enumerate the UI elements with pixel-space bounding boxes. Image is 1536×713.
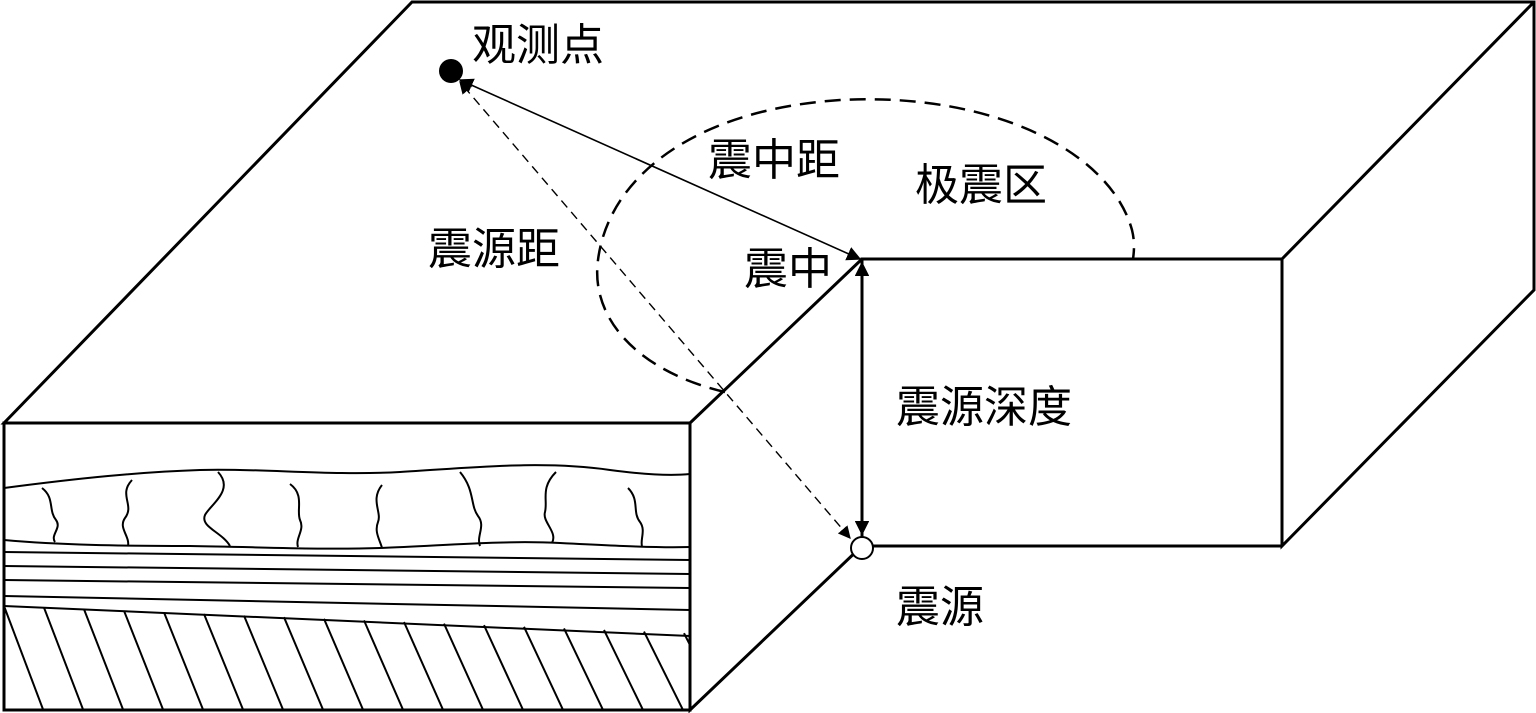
soil-top-boundary: [4, 464, 690, 489]
epicenter-label: 震中: [744, 244, 832, 295]
meizoseismal-area-boundary: [595, 98, 1136, 394]
hatch-line: [403, 621, 445, 710]
hatch-line: [283, 616, 325, 710]
hatch-line: [603, 629, 645, 710]
right-block-edge: [1280, 0, 1536, 261]
observation-point-label: 观测点: [472, 20, 604, 71]
crack: [203, 471, 231, 547]
hatch-line: [523, 626, 565, 710]
observation-point-marker: [439, 59, 463, 83]
hatch-line: [443, 623, 485, 710]
layer-line: [4, 595, 690, 611]
focal-depth-label: 震源深度: [896, 382, 1072, 433]
bedrock-hatching: [4, 605, 690, 710]
hatch-line: [4, 605, 45, 710]
meizoseismal-area-label: 极震区: [915, 160, 1047, 211]
hatch-line: [643, 631, 685, 710]
hatch-line: [323, 618, 365, 710]
strata: [4, 464, 690, 710]
hypocentral-distance-arrow: [459, 81, 851, 539]
crack: [121, 479, 133, 547]
soil-bottom-boundary: [4, 539, 690, 550]
hatch-line: [483, 624, 525, 710]
hatch-line: [83, 608, 125, 710]
layer-line: [4, 605, 690, 637]
hatch-line: [43, 607, 85, 710]
hypocenter-label: 震源: [896, 582, 984, 633]
crack: [543, 471, 557, 544]
hypocentral-distance-label: 震源距: [428, 224, 560, 275]
hypocenter-marker: [850, 536, 874, 560]
crack: [375, 484, 383, 549]
hatch-line: [563, 627, 605, 710]
hatch-line: [363, 619, 405, 710]
crack: [289, 483, 303, 548]
hatch-line: [123, 610, 165, 710]
crack: [459, 471, 483, 547]
layer-line: [4, 551, 690, 561]
hatch-line: [243, 615, 285, 710]
layer-line: [4, 579, 690, 589]
layer-line: [4, 565, 690, 575]
hatch-line: [203, 613, 245, 710]
crack: [627, 487, 644, 547]
hatch-line: [163, 612, 205, 710]
crack: [41, 487, 59, 543]
epicentral-distance-label: 震中距: [708, 135, 840, 186]
